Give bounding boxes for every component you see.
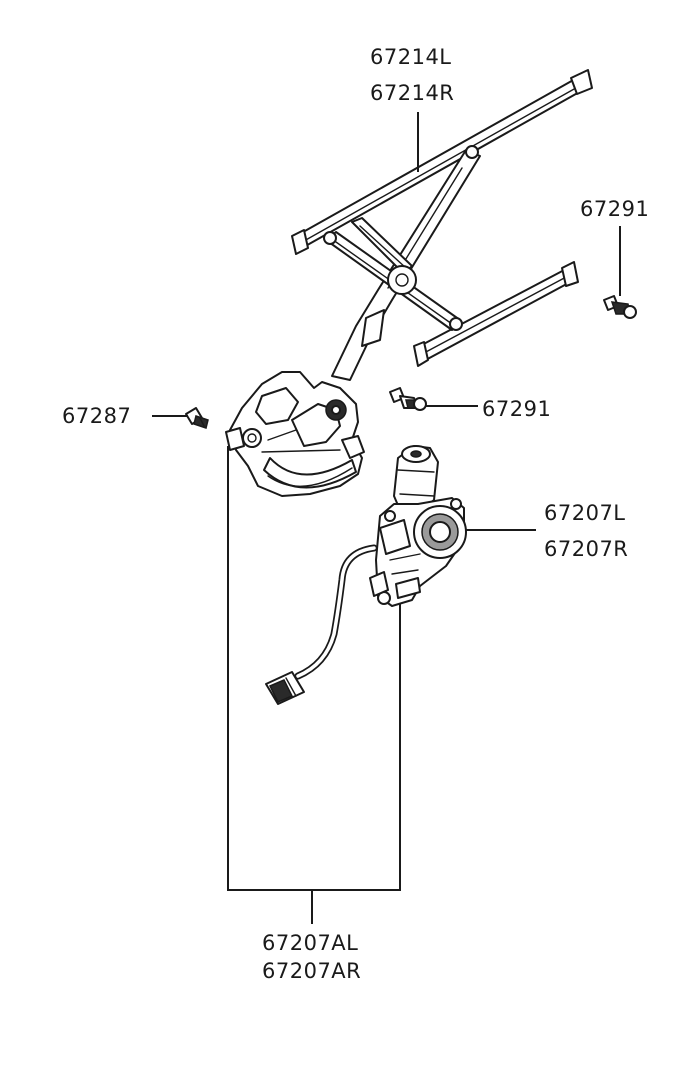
label-67291-middle: 67291	[482, 397, 551, 421]
label-67207AL: 67207AL	[262, 931, 358, 955]
label-67214L: 67214L	[370, 45, 452, 69]
bolt-67291-top-right	[603, 295, 637, 319]
bolt-67287	[185, 407, 209, 429]
wire-harness	[265, 544, 378, 705]
leader-lines	[152, 112, 621, 924]
label-67207AR: 67207AR	[262, 959, 361, 983]
pivot-hub	[387, 265, 417, 295]
label-67207R: 67207R	[544, 537, 628, 561]
window-motor	[369, 445, 467, 607]
harness-connector	[265, 671, 305, 705]
pinion-gear	[325, 399, 347, 421]
callout-labels: 67214L 67214R 67291 67287 67291 67207L 6…	[62, 45, 649, 983]
window-regulator	[291, 69, 593, 381]
regulator-base-plate	[225, 371, 365, 497]
label-67287: 67287	[62, 404, 131, 428]
bolt-67291-middle	[389, 387, 427, 411]
label-67291-top: 67291	[580, 197, 649, 221]
label-67214R: 67214R	[370, 81, 454, 105]
label-67207L: 67207L	[544, 501, 626, 525]
